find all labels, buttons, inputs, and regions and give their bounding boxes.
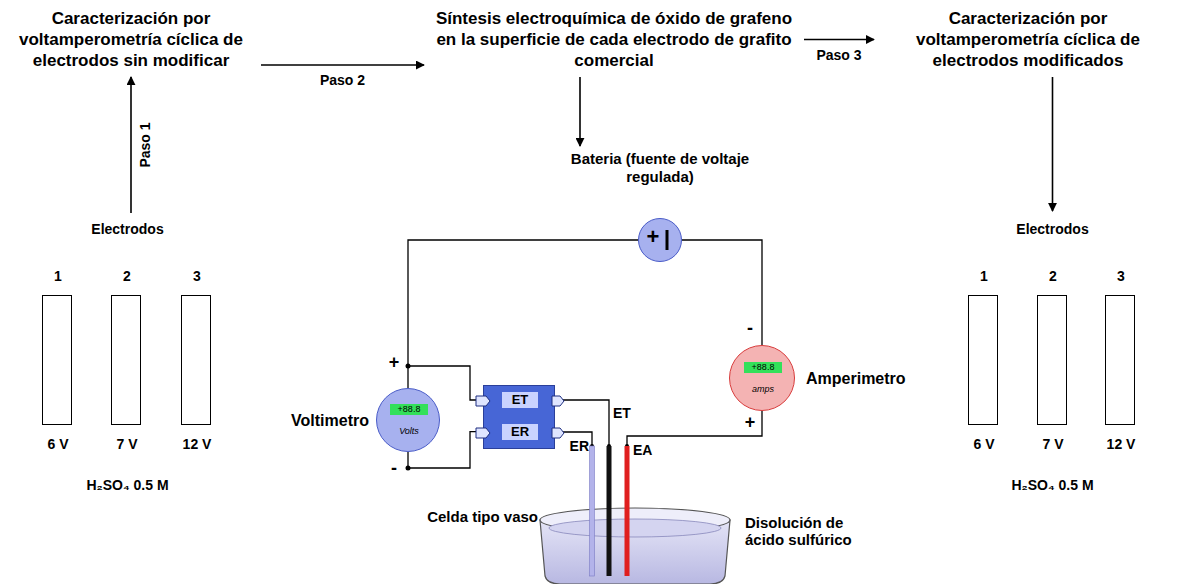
voltage-label: 7 V [1013,436,1093,453]
electrode-number: 1 [949,268,1019,285]
electrode-label: ER [565,438,589,454]
step-arrow [1052,77,1054,211]
cell-label: Celda tipo vaso [392,508,538,525]
meter-name: Voltimetro [263,411,369,430]
electrode-box: 312 V [1105,295,1135,425]
meter-display: +88.8 [744,362,782,373]
battery: Bateria (fuente de voltaje regulada) + [540,150,780,262]
group-title: Electrodos [945,221,1160,238]
polarity-sign: + [644,226,662,248]
pin-name: ET [502,392,538,408]
output-pin [552,428,564,438]
circuit-wires [408,366,762,446]
electrode-rods [590,446,630,576]
beaker [540,508,730,584]
meter-unit: amps [730,384,796,395]
electrode-number: 2 [1018,268,1088,285]
input-pin [476,428,490,438]
voltage-label: 7 V [87,436,167,453]
meter-unit: Volts [377,426,441,437]
step-arrow [804,39,874,41]
terminal-sign: + [742,412,758,433]
battery-plate-line [665,230,668,250]
voltage-label: 12 V [1081,436,1161,453]
electrode-number: 2 [92,268,162,285]
step-arrow [130,77,132,213]
battery-title: Bateria (fuente de voltaje regulada) [540,150,780,186]
electrode-group: ElectrodosH₂SO₄ 0.5 M16 V27 V312 V [945,215,1160,510]
voltage-label: 6 V [944,436,1024,453]
electrode-number: 3 [1086,268,1156,285]
output-pin [552,396,564,406]
pin-name: ER [502,424,538,440]
circuit-wire [408,240,638,388]
circuit-wire [682,240,762,345]
electrode-number: 3 [162,268,232,285]
electrode-box: 27 V [1037,295,1067,425]
step-arrow [261,64,424,66]
meter-name: Amperimetro [806,369,916,388]
heading-text: Caracterización por voltamperometría cíc… [5,8,257,71]
solution-label: H₂SO₄ 0.5 M [945,477,1160,494]
battery-symbol [638,218,682,262]
electrode-number: 1 [23,268,93,285]
electrode-label: EA [633,442,659,458]
electrode-label: ET [613,405,637,421]
heading-text: Síntesis electroquímica de óxido de graf… [428,8,800,71]
meter-display: +88.8 [390,404,428,415]
electrode-switch: ET ER [483,385,555,449]
electrode-box: 16 V [42,295,72,425]
step-label: Paso 1 [137,122,153,167]
terminal-sign: + [386,352,402,373]
solution-label: H₂SO₄ 0.5 M [20,477,235,494]
electrode-group: ElectrodosH₂SO₄ 0.5 M16 V27 V312 V [20,215,235,510]
voltmeter: Voltimetro+88.8Volts [376,388,440,452]
voltage-label: 12 V [157,436,237,453]
heading-text: Caracterización por voltamperometría cíc… [878,8,1178,71]
terminal-sign: - [386,458,402,479]
battery-plate [638,218,682,262]
electrode-box: 312 V [181,295,211,425]
step-heading: Síntesis electroquímica de óxido de graf… [428,8,800,71]
step-heading: Caracterización por voltamperometría cíc… [878,8,1178,71]
voltage-label: 6 V [18,436,98,453]
ammeter: Amperimetro+88.8amps [729,345,795,411]
electrode-box: 16 V [968,295,998,425]
input-pin [476,396,490,406]
cell-label: Disolución de ácido sulfúrico [745,514,875,549]
step-label: Paso 2 [320,72,365,88]
step-arrow [579,77,581,146]
group-title: Electrodos [20,221,235,238]
step-label: Paso 3 [816,47,861,63]
terminal-sign: - [742,318,758,339]
electrode-box: 27 V [111,295,141,425]
step-heading: Caracterización por voltamperometría cíc… [5,8,257,71]
